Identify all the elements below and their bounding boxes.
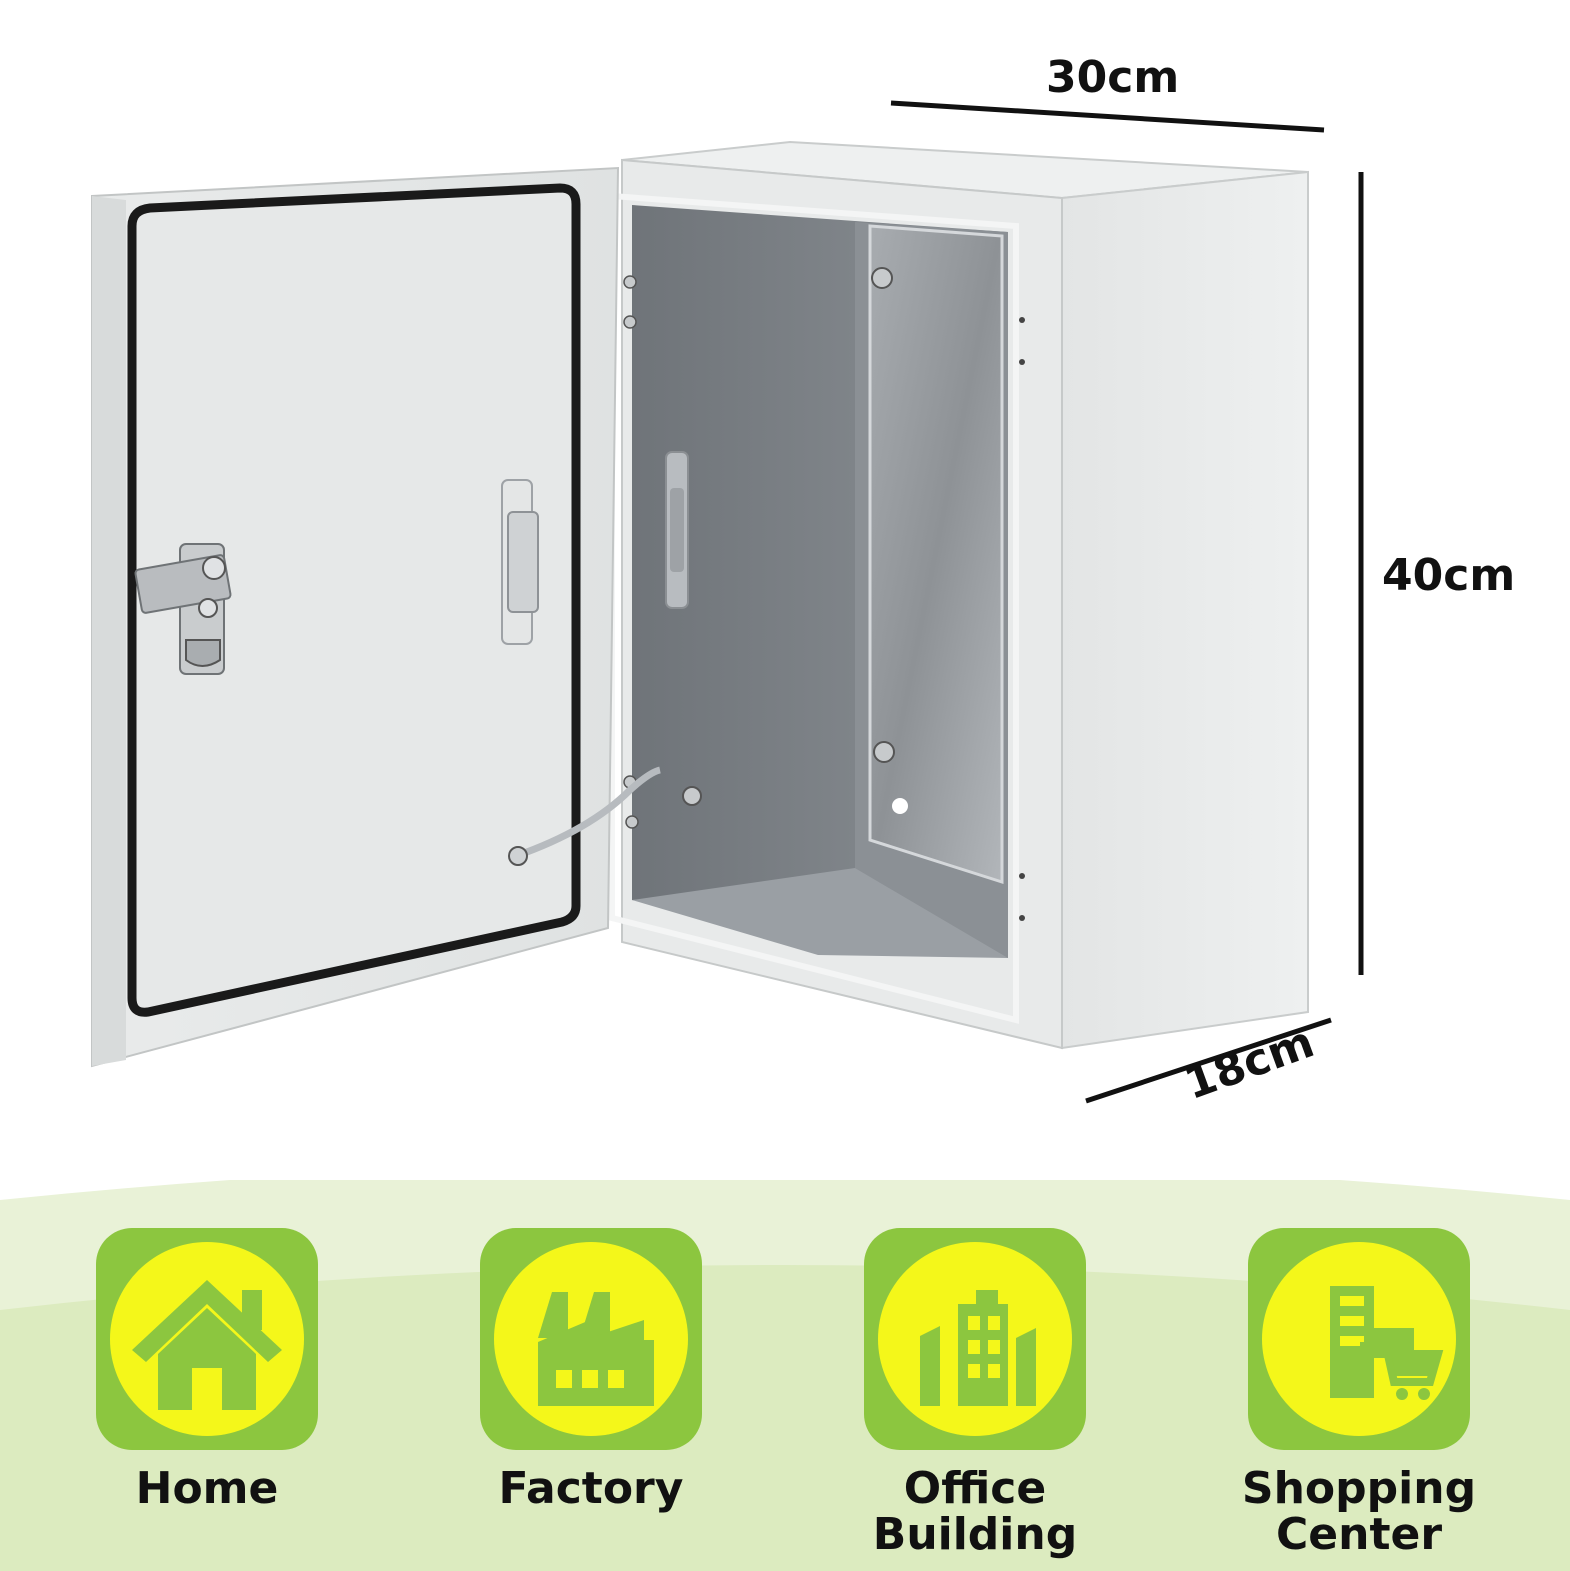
door-lock-latch (134, 543, 232, 675)
application-circle (494, 1242, 688, 1436)
application-tile-office-building (864, 1228, 1086, 1450)
application-label-factory: Factory (498, 1463, 684, 1514)
application-tile-factory (480, 1228, 702, 1450)
enclosure-illustration (91, 100, 1364, 1104)
door-gasket (127, 183, 581, 1017)
application-label-shopping-center: Shopping Center (1241, 1463, 1477, 1560)
application-label-home: Home (135, 1463, 279, 1514)
application-label-office-building: Office Building (872, 1463, 1078, 1560)
application-band-background (0, 1180, 1570, 1571)
mounting-plate (868, 224, 1004, 885)
grounding-strap (514, 766, 661, 860)
mounting-studs (623, 267, 908, 829)
enclosure-side (1061, 170, 1309, 1050)
home-icon (132, 1280, 282, 1410)
office-building-icon (920, 1290, 1036, 1406)
application-circle (110, 1242, 304, 1436)
application-tile-home (96, 1228, 318, 1450)
shopping-center-icon (1330, 1286, 1444, 1400)
interior-floor (632, 868, 1008, 958)
height-dimension-label: 40cm (1382, 550, 1516, 601)
application-circle (1262, 1242, 1456, 1436)
factory-icon (538, 1292, 654, 1406)
application-tile-shopping-center (1248, 1228, 1470, 1450)
width-dimension-label: 30cm (1046, 52, 1180, 103)
width-dimension-line (890, 100, 1325, 133)
depth-dimension-line (1085, 1017, 1332, 1104)
application-circle (878, 1242, 1072, 1436)
